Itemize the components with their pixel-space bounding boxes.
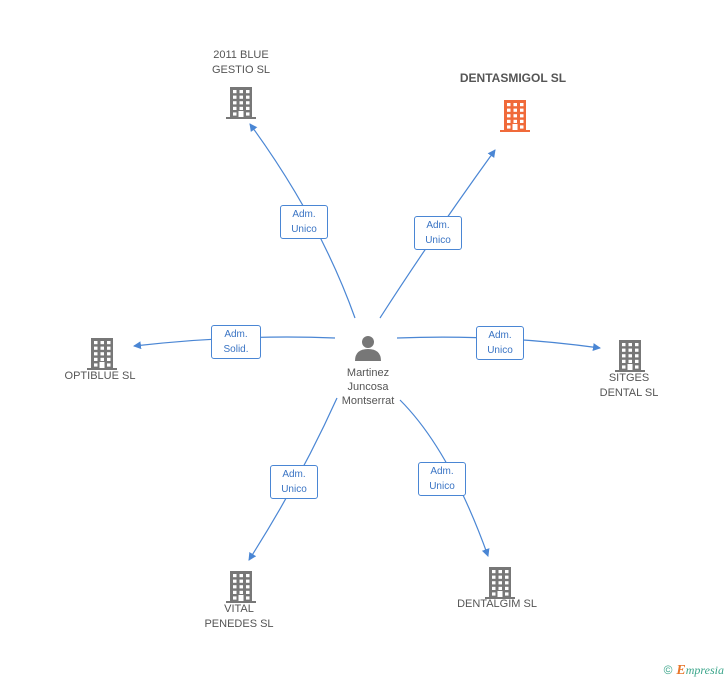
role-box-dentalgim[interactable]: Adm. Unico — [418, 462, 466, 496]
person-icon[interactable] — [355, 336, 381, 361]
role-box-dentasmigol[interactable]: Adm. Unico — [414, 216, 462, 250]
2011-blue-gestio-building-icon[interactable] — [226, 87, 256, 119]
vital-penedes-building-icon[interactable] — [226, 571, 256, 603]
company-label-dentasmigol[interactable]: DENTASMIGOL SL — [459, 71, 567, 85]
copyright-credit: ©Empresia — [664, 663, 724, 679]
company-label-sitges-dental[interactable]: SITGES DENTAL SL — [599, 372, 659, 399]
role-box-2011-blue-gestio[interactable]: Adm. Unico — [280, 205, 328, 239]
sitges-dental-building-icon[interactable] — [615, 340, 645, 372]
optiblue-building-icon[interactable] — [87, 338, 117, 370]
company-label-optiblue[interactable]: OPTIBLUE SL — [64, 370, 136, 382]
company-label-vital-penedes[interactable]: VITAL PENEDES SL — [204, 603, 274, 630]
company-label-dentalgim[interactable]: DENTALGIM SL — [457, 598, 537, 610]
role-box-sitges-dental[interactable]: Adm. Unico — [476, 326, 524, 360]
person-name-label[interactable]: Martinez Juncosa Montserrat — [341, 367, 395, 407]
brand-initial: E — [676, 663, 686, 678]
copyright-symbol: © — [663, 663, 673, 677]
brand-name: mpresia — [685, 663, 724, 677]
company-label-2011-blue-gestio[interactable]: 2011 BLUE GESTIO SL — [211, 49, 271, 76]
dentalgim-building-icon[interactable] — [485, 567, 515, 599]
dentasmigol-building-icon[interactable] — [500, 100, 530, 132]
role-box-optiblue[interactable]: Adm. Solid. — [211, 325, 261, 359]
role-box-vital-penedes[interactable]: Adm. Unico — [270, 465, 318, 499]
